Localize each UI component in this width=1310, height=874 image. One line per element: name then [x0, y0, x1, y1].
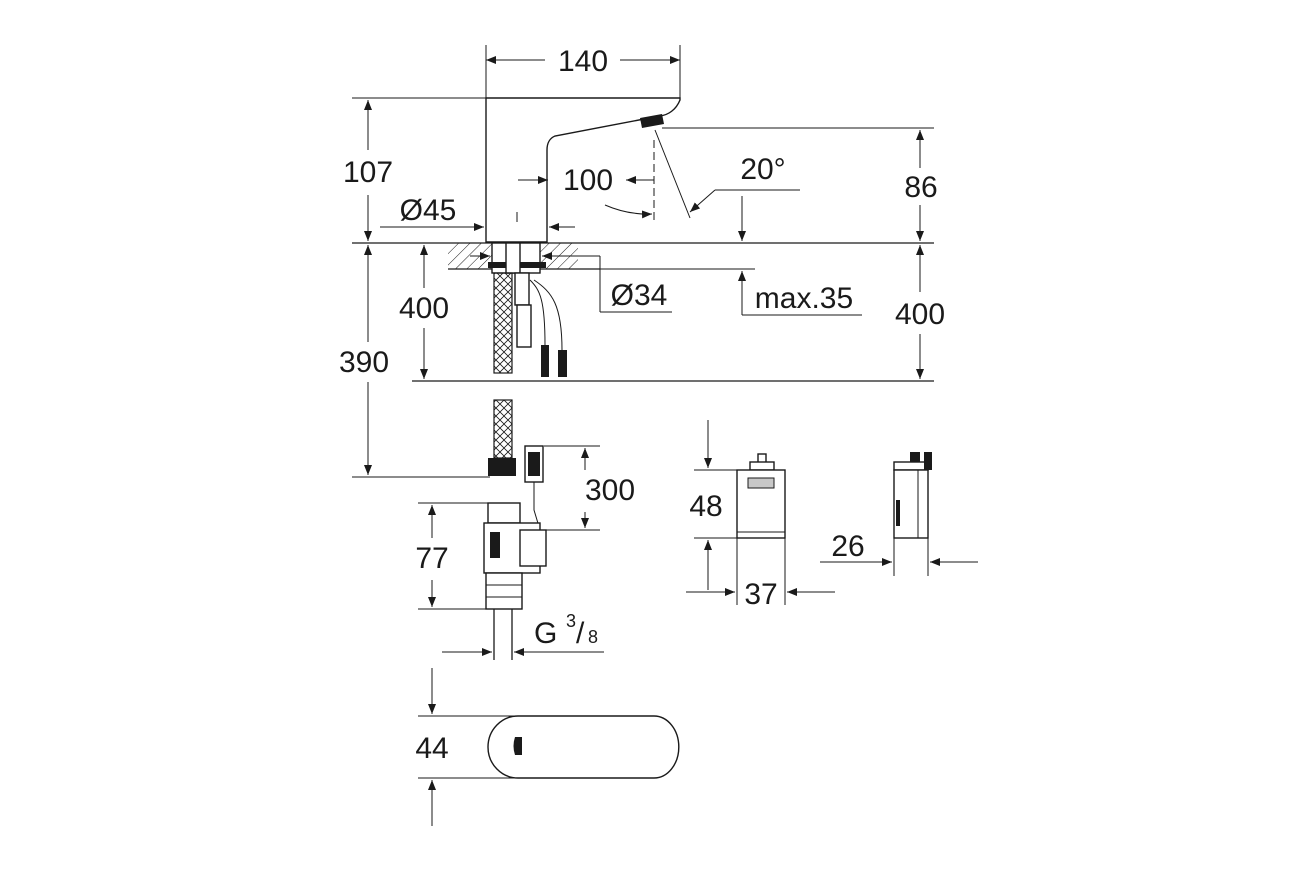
- dim-box-width: 37: [686, 538, 835, 611]
- box-side-latch: [924, 452, 932, 470]
- box-front-connector-base: [749, 461, 775, 471]
- threaded-rod: [505, 242, 521, 274]
- dim-hole-diameter: Ø34: [470, 252, 672, 313]
- box-side-top: [893, 461, 929, 471]
- braided-hose: [493, 272, 513, 374]
- mounting-rod: [514, 272, 530, 306]
- valve-coil: [519, 529, 547, 567]
- solenoid-valve: [483, 445, 547, 660]
- dim-label-thread-letter: G: [534, 617, 557, 650]
- control-box-front: [736, 453, 786, 539]
- dim-label-44: 44: [415, 732, 448, 765]
- dim-cable-length: 390: [339, 245, 490, 478]
- dim-label-37: 37: [744, 578, 777, 611]
- control-box-side: [893, 452, 932, 539]
- dim-label-thread-denominator: 8: [588, 627, 598, 647]
- dim-valve-height: 77: [415, 502, 488, 610]
- faucet-top-view: [487, 715, 680, 779]
- box-side-connector: [910, 452, 920, 466]
- dim-label-400-right: 400: [895, 298, 945, 331]
- box-side-clip: [896, 500, 900, 526]
- dim-spout-reach: 100: [518, 140, 655, 222]
- valve-top-fitting: [487, 502, 521, 524]
- faucet-side-view: [352, 97, 934, 476]
- cable-plug-2: [558, 350, 567, 377]
- dim-cable-to-valve: 300: [544, 445, 635, 531]
- dim-label-390: 390: [339, 346, 389, 379]
- sensor-connector: [516, 304, 532, 348]
- valve-plug-core: [528, 452, 540, 476]
- dim-spout-reach-total: 140: [485, 45, 681, 98]
- top-view-sensor: [513, 737, 522, 755]
- dim-label-86: 86: [904, 171, 937, 204]
- dim-outlet-height: 86: [662, 127, 938, 241]
- dim-label-48: 48: [689, 490, 722, 523]
- dim-label-thread-numerator: 3: [566, 611, 576, 631]
- hose-nut: [488, 458, 516, 476]
- dim-label-300: 300: [585, 474, 635, 507]
- dim-spout-angle: 20°: [604, 129, 800, 219]
- dim-label-max35: max.35: [755, 282, 853, 315]
- box-front-logo: [747, 477, 775, 489]
- dim-hose-length-left: 400: [399, 245, 449, 379]
- spout-outlet: [640, 114, 664, 128]
- valve-window: [490, 532, 500, 558]
- dim-height-above-deck: 107: [343, 97, 486, 241]
- dim-label-107: 107: [343, 156, 393, 189]
- dim-box-depth: 26: [820, 530, 978, 576]
- dim-thread: G 3 / 8: [442, 611, 604, 656]
- cable-plug-1: [541, 345, 549, 377]
- dim-label-20deg: 20°: [740, 153, 785, 186]
- dim-label-100: 100: [563, 164, 613, 197]
- dim-label-d34: Ø34: [611, 279, 668, 312]
- dim-label-thread-slash: /: [576, 617, 585, 650]
- dim-top-view-width: 44: [415, 668, 518, 826]
- top-view-outline: [487, 715, 680, 779]
- dim-label-77: 77: [415, 542, 448, 575]
- dim-hose-length-right: 400: [895, 245, 945, 379]
- faucet-body: [485, 97, 681, 243]
- dim-box-height: 48: [689, 420, 737, 590]
- dim-max-deck: max.35: [600, 268, 862, 316]
- dim-label-140: 140: [558, 45, 608, 78]
- dim-label-26: 26: [831, 530, 864, 563]
- braided-hose-lower: [493, 399, 513, 459]
- dim-label-400-left: 400: [399, 292, 449, 325]
- cable-1: [529, 279, 546, 346]
- cable-2: [533, 279, 563, 351]
- valve-bottom-fitting: [485, 572, 523, 610]
- dim-body-diameter: Ø45: [380, 194, 575, 231]
- dim-label-d45: Ø45: [400, 194, 457, 227]
